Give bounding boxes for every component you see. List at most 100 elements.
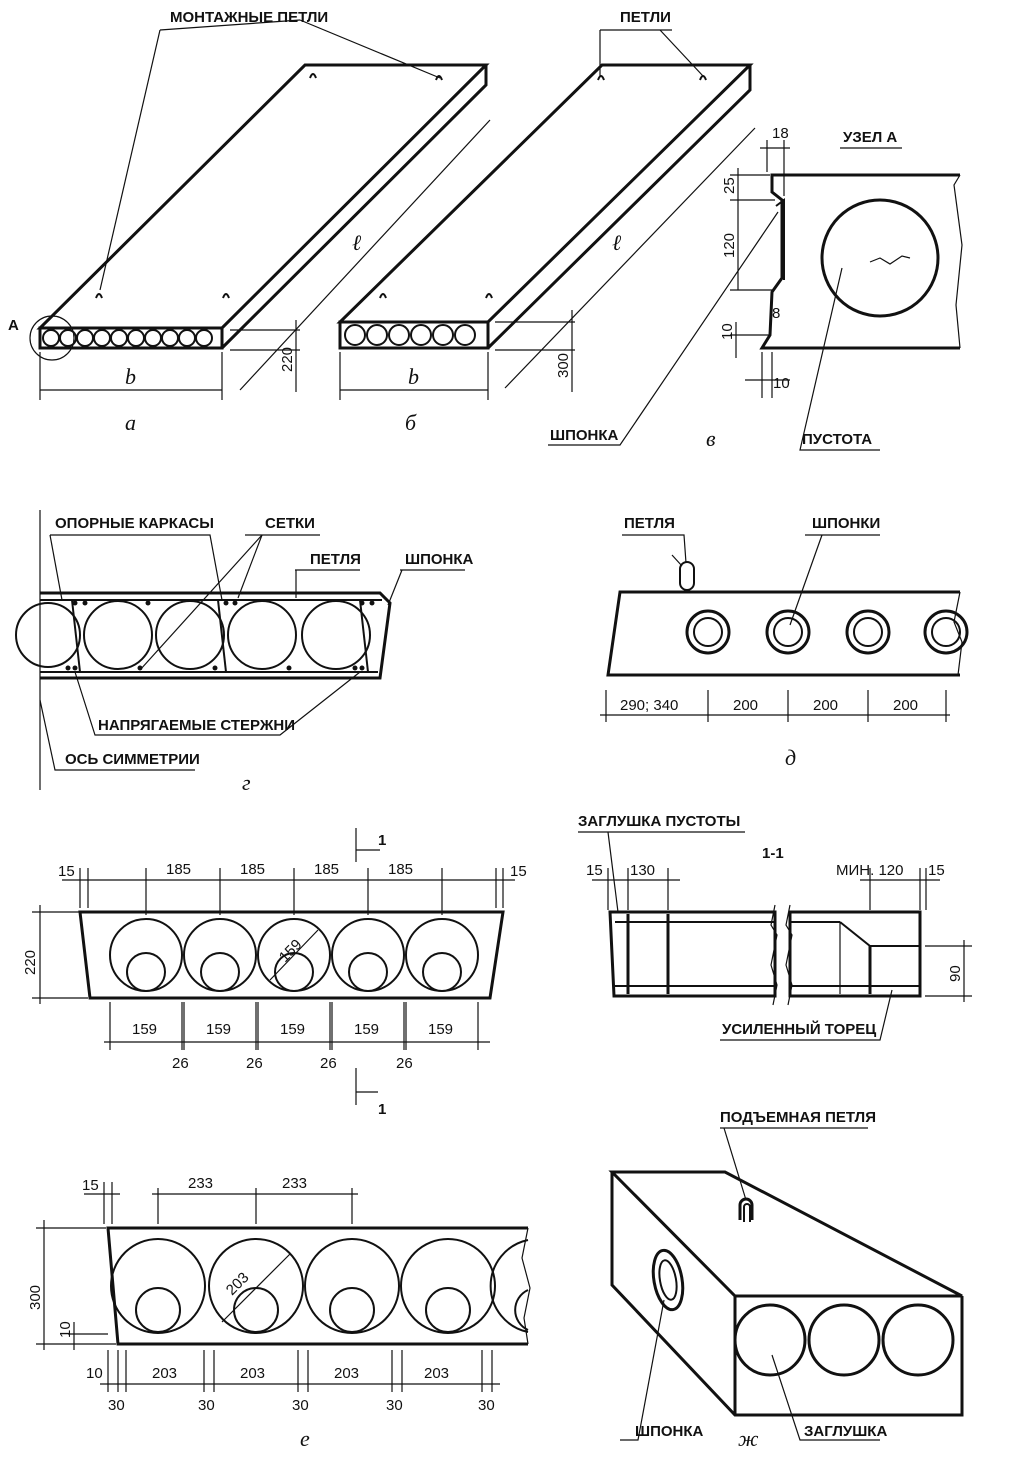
label-keys: ШПОНКИ bbox=[812, 515, 880, 532]
dim-rib-30-2: 30 bbox=[198, 1397, 215, 1414]
node-a-mark: А bbox=[8, 317, 19, 334]
dim-200-3: 200 bbox=[893, 697, 918, 714]
label-support-frames: ОПОРНЫЕ КАРКАСЫ bbox=[55, 515, 214, 532]
panel-zh-isometric-end: ПОДЪЕМНАЯ ПЕТЛЯ ШПОНКА ЗАГЛУШКА ж bbox=[608, 1109, 964, 1451]
panel-220-voids bbox=[109, 918, 479, 992]
shear-key-ellipse bbox=[651, 1248, 685, 1312]
panel-300-cross-section: 203 15 233 233 300 10 10 203 203 203 203 bbox=[27, 1175, 531, 1451]
label-symmetry-axis: ОСЬ СИММЕТРИИ bbox=[65, 751, 200, 768]
label-key-zh: ШПОНКА bbox=[635, 1423, 704, 1440]
dim-top-233-1: 233 bbox=[188, 1175, 213, 1192]
dim-bottom-159-1: 159 bbox=[132, 1021, 157, 1038]
shear-key-circles bbox=[685, 609, 969, 655]
dim-height-300-section: 300 bbox=[27, 1285, 44, 1310]
dim-top-185-2: 185 bbox=[240, 861, 265, 878]
dim-top-15: 15 bbox=[82, 1177, 99, 1194]
dim-rib-26-3: 26 bbox=[320, 1055, 337, 1072]
dim-rib-26-4: 26 bbox=[396, 1055, 413, 1072]
label-key-g: ШПОНКА bbox=[405, 551, 474, 568]
caption-g: г bbox=[242, 770, 251, 795]
panel-v-node-a: УЗЕЛ А 18 25 120 8 10 10 ШПОНКА ПУСТОТА … bbox=[548, 125, 963, 451]
dim-width-b-2: b bbox=[408, 364, 419, 389]
dim-length-l-2: ℓ bbox=[612, 230, 622, 255]
dim-rib-30-4: 30 bbox=[386, 1397, 403, 1414]
dim-bottom-159-2: 159 bbox=[206, 1021, 231, 1038]
dim-diameter-203: 203 bbox=[223, 1269, 253, 1299]
reinforcing-bar-dots bbox=[65, 600, 375, 671]
caption-a: а bbox=[125, 410, 136, 435]
dim-bottom-10: 10 bbox=[86, 1365, 103, 1382]
label-void: ПУСТОТА bbox=[802, 431, 872, 448]
dim-rib-26-2: 26 bbox=[246, 1055, 263, 1072]
label-mesh: СЕТКИ bbox=[265, 515, 315, 532]
dim-200-1: 200 bbox=[733, 697, 758, 714]
dim-top-15-right: 15 bbox=[510, 863, 527, 880]
label-lifting-loop: ПОДЪЕМНАЯ ПЕТЛЯ bbox=[720, 1109, 876, 1126]
dim-18: 18 bbox=[772, 125, 789, 142]
dim-height-220-section: 220 bbox=[22, 950, 39, 975]
label-prestressed-bars: НАПРЯГАЕМЫЕ СТЕРЖНИ bbox=[98, 717, 295, 734]
panel-a-lifting-loops bbox=[95, 73, 443, 299]
dim-8: 8 bbox=[772, 305, 780, 322]
dim-bottom-159-4: 159 bbox=[354, 1021, 379, 1038]
dim-200-2: 200 bbox=[813, 697, 838, 714]
node-a-title: УЗЕЛ А bbox=[843, 129, 897, 146]
dim-90: 90 bbox=[947, 965, 964, 982]
label-loop: ПЕТЛЯ bbox=[310, 551, 361, 568]
panel-b-void-circles bbox=[344, 324, 476, 346]
dim-length-l: ℓ bbox=[352, 230, 362, 255]
dim-bottom-203-4: 203 bbox=[424, 1365, 449, 1382]
section-mark-bottom: 1 bbox=[378, 1101, 386, 1118]
dim-top-185-1: 185 bbox=[166, 861, 191, 878]
panel-g-void-circles bbox=[15, 600, 371, 670]
section-mark-top: 1 bbox=[378, 832, 386, 849]
panel-a-slab-220: МОНТАЖНЫЕ ПЕТЛИ А b ℓ 220 а bbox=[8, 9, 491, 435]
panel-section-1-1: ЗАГЛУШКА ПУСТОТЫ 1-1 15 130 МИН. 120 15 … bbox=[578, 813, 972, 1041]
panel-220-cross-section: 159 1 1 15 185 185 185 185 15 220 bbox=[22, 828, 527, 1118]
caption-e: е bbox=[300, 1426, 310, 1451]
dim-290-340: 290; 340 bbox=[620, 697, 678, 714]
dim-height-220: 220 bbox=[279, 347, 296, 372]
section-title: 1-1 bbox=[762, 845, 784, 862]
dim-diameter-159: 159 bbox=[276, 936, 306, 966]
label-loop-d: ПЕТЛЯ bbox=[624, 515, 675, 532]
dim-rib-30-5: 30 bbox=[478, 1397, 495, 1414]
dim-15-right: 15 bbox=[928, 862, 945, 879]
plugged-void-circles bbox=[733, 1303, 955, 1377]
dim-rib-26-1: 26 bbox=[172, 1055, 189, 1072]
label-plug: ЗАГЛУШКА bbox=[804, 1423, 887, 1440]
label-key: ШПОНКА bbox=[550, 427, 619, 444]
dim-bottom-203-3: 203 bbox=[334, 1365, 359, 1382]
label-mounting-loops: МОНТАЖНЫЕ ПЕТЛИ bbox=[170, 9, 328, 26]
dim-10-vertical: 10 bbox=[719, 323, 736, 340]
dim-25: 25 bbox=[721, 177, 738, 194]
label-void-plug: ЗАГЛУШКА ПУСТОТЫ bbox=[578, 813, 740, 830]
void-circle bbox=[820, 198, 940, 318]
dim-10-horizontal: 10 bbox=[773, 375, 790, 392]
dim-width-b: b bbox=[125, 364, 136, 389]
label-reinforced-end: УСИЛЕННЫЙ ТОРЕЦ bbox=[722, 1020, 876, 1038]
dim-120: 120 bbox=[721, 233, 738, 258]
caption-zh: ж bbox=[738, 1426, 759, 1451]
panel-g-reinforcement: ОПОРНЫЕ КАРКАСЫ СЕТКИ ПЕТЛЯ ШПОНКА НАПРЯ… bbox=[15, 510, 474, 795]
dim-bottom-159-5: 159 bbox=[428, 1021, 453, 1038]
dim-top-185-4: 185 bbox=[388, 861, 413, 878]
dim-bottom-203-1: 203 bbox=[152, 1365, 177, 1382]
panel-b-slab-300: ПЕТЛИ b ℓ 300 б bbox=[336, 9, 756, 435]
caption-b: б bbox=[405, 410, 417, 435]
dim-rib-30-1: 30 bbox=[108, 1397, 125, 1414]
dim-rib-30-3: 30 bbox=[292, 1397, 309, 1414]
panel-a-void-circles bbox=[42, 329, 213, 347]
dim-top-185-3: 185 bbox=[314, 861, 339, 878]
panel-d-keyed-side: ПЕТЛЯ ШПОНКИ 290; 340 200 200 200 д bbox=[600, 515, 969, 770]
dim-top-233-2: 233 bbox=[282, 1175, 307, 1192]
label-loops: ПЕТЛИ bbox=[620, 9, 671, 26]
dim-10-vertical-300: 10 bbox=[57, 1321, 74, 1338]
dim-top-15-left: 15 bbox=[58, 863, 75, 880]
panel-300-voids bbox=[110, 1238, 529, 1334]
dim-height-300: 300 bbox=[555, 353, 572, 378]
caption-d: д bbox=[785, 745, 796, 770]
panel-b-lifting-loops bbox=[379, 75, 707, 299]
dim-bottom-203-2: 203 bbox=[240, 1365, 265, 1382]
